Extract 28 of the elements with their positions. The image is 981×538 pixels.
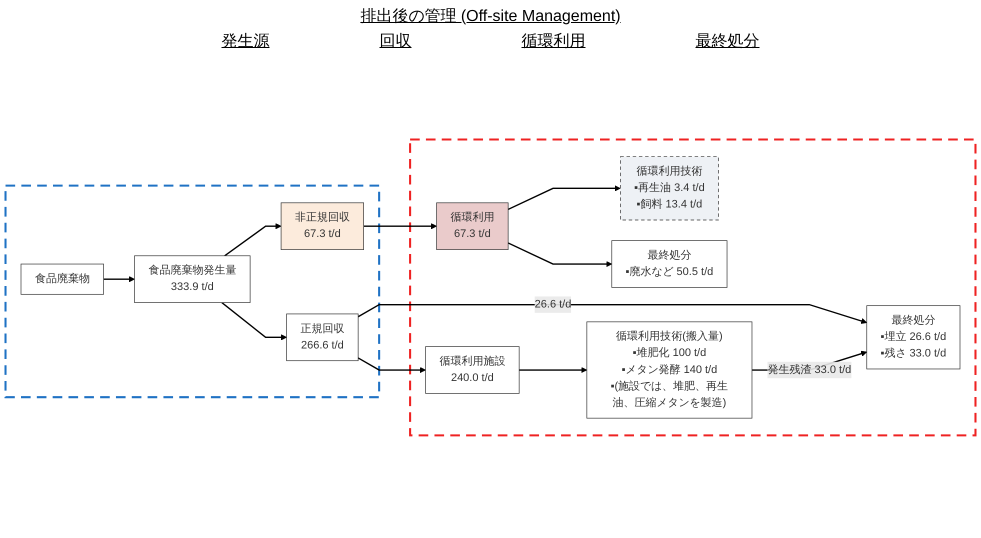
node-box: 非正規回収 67.3 t/d [280,202,364,250]
node-box: 食品廃棄物発生量 333.9 t/d [134,255,250,302]
node-box: 循環利用技術(搬入量) ▪堆肥化 100 t/d ▪メタン発酵 140 t/d ▪(施設では、堆肥、再生油、圧縮メタンを製造) [586,321,752,418]
arrow [519,366,588,373]
arrow [364,222,437,229]
column-heading: 発生源 [222,32,270,52]
column-heading: 回収 [380,32,412,52]
diagram-title: 排出後の管理 (Off-site Management) [359,6,622,27]
cluster [4,184,380,398]
arrow [104,276,135,282]
column-heading: 循環利用 [522,32,586,52]
node-box: 循環利用施設 240.0 t/d [425,346,520,394]
node-box: 正規回収 266.6 t/d [286,313,358,361]
node-box: 最終処分 ▪埋立 26.6 t/d ▪残さ 33.0 t/d [866,304,960,369]
arrow [358,304,868,324]
node-box: 最終処分 ▪廃水など 50.5 t/d [611,240,728,288]
arrow [224,222,282,256]
node-box: 食品廃棄物 [20,263,104,294]
column-heading: 最終処分 [696,32,760,52]
arrow [508,184,621,210]
node-box: 循環利用 67.3 t/d [436,202,508,250]
arrow [358,356,426,373]
edge-label: 26.6 t/d [534,298,572,310]
edge-label: 発生残渣 33.0 t/d [767,363,852,376]
cluster [409,138,977,436]
arrow [508,242,612,267]
arrow [221,302,287,340]
node-box: 循環利用技術 ▪再生油 3.4 t/d ▪飼料 13.4 t/d [620,156,719,220]
